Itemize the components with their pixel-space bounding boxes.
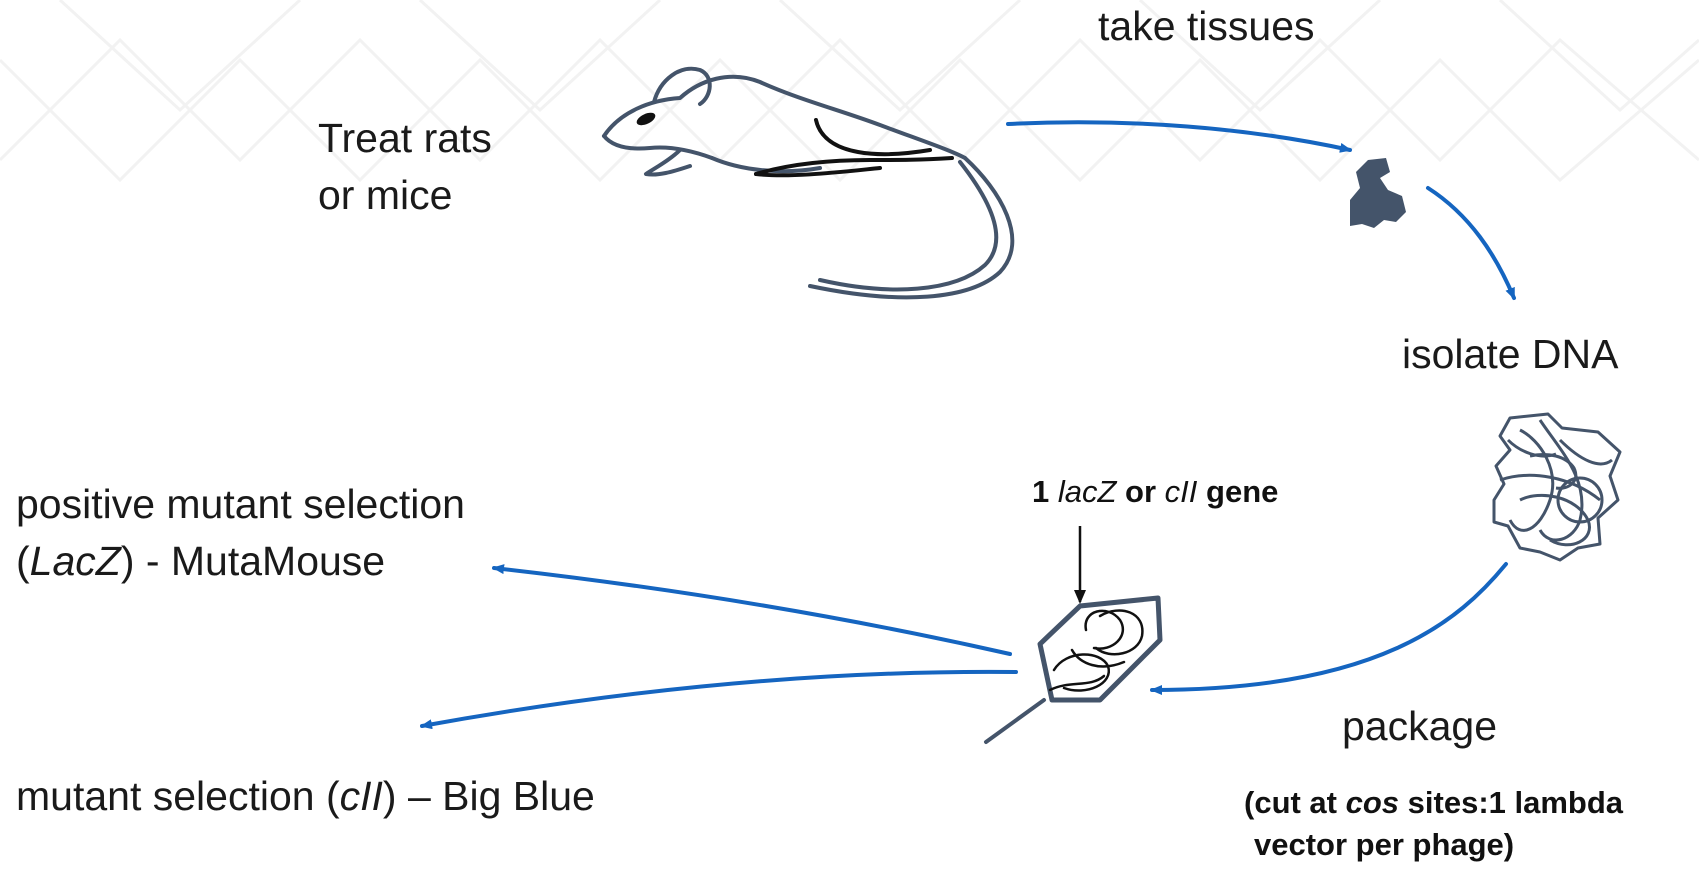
label-gene: 1 lacZ or cII gene: [1032, 474, 1278, 510]
phage-tail: [986, 700, 1044, 742]
positive-rest: ) - MutaMouse: [121, 538, 385, 584]
positive-line1: positive mutant selection: [16, 476, 465, 533]
positive-italic: LacZ: [30, 538, 121, 584]
arrow-positive-selection: [494, 568, 1010, 654]
package-note-line1: (cut at cos sites:1 lambda: [1244, 782, 1623, 824]
positive-line2: (LacZ) - MutaMouse: [16, 533, 465, 590]
gene-post: gene: [1197, 474, 1278, 509]
rat-front-leg: [646, 150, 690, 175]
package-note-italic: cos: [1346, 785, 1399, 820]
mutant-italic: cII: [340, 773, 383, 819]
rat-snout: [604, 136, 712, 158]
label-treat: Treat rats or mice: [318, 110, 492, 223]
label-treat-line1: Treat rats: [318, 110, 492, 167]
arrow-package: [1152, 564, 1506, 690]
label-package-note: (cut at cos sites:1 lambda vector per ph…: [1244, 782, 1623, 866]
dna-icon: [1494, 414, 1620, 560]
rat-eye: [635, 110, 657, 128]
gene-italic1: lacZ: [1058, 474, 1117, 509]
gene-pre: 1: [1032, 474, 1058, 509]
package-note-pre: (cut at: [1244, 785, 1346, 820]
label-isolate-dna: isolate DNA: [1402, 326, 1618, 383]
label-treat-line2: or mice: [318, 167, 492, 224]
gene-italic2: cII: [1165, 474, 1198, 509]
mutant-pre: mutant selection (: [16, 773, 340, 819]
rat-tail: [810, 158, 1012, 297]
rat-icon: [604, 69, 1012, 298]
label-package: package: [1342, 698, 1497, 755]
package-note-line2: vector per phage): [1244, 824, 1623, 866]
label-take-tissues: take tissues: [1098, 0, 1315, 55]
rat-hind-leg: [756, 120, 952, 175]
mutant-post: ) – Big Blue: [383, 773, 595, 819]
gene-mid: or: [1116, 474, 1164, 509]
label-positive-selection: positive mutant selection (LacZ) - MutaM…: [16, 476, 465, 589]
arrow-isolate-dna: [1428, 188, 1514, 298]
package-note-post: sites:1 lambda: [1399, 785, 1623, 820]
arrow-mutant-selection: [422, 672, 1016, 726]
label-mutant-selection: mutant selection (cII) – Big Blue: [16, 768, 595, 825]
arrow-take-tissues: [1008, 122, 1350, 150]
positive-open: (: [16, 538, 30, 584]
tissue-icon: [1350, 158, 1406, 228]
rat-tail-inner: [820, 162, 996, 289]
